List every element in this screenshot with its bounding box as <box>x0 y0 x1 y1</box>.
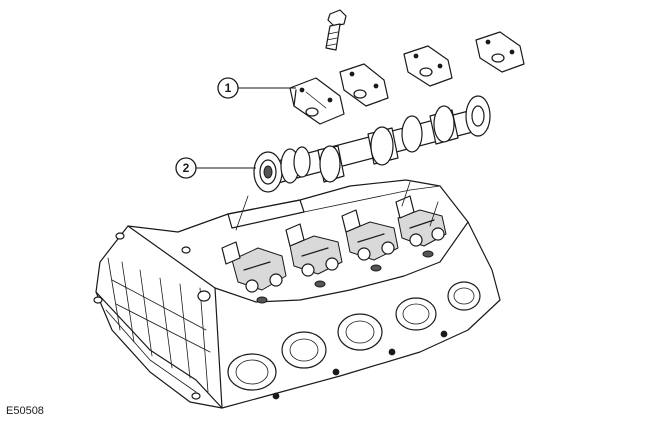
bearing-cap-3 <box>403 45 453 87</box>
camshaft <box>253 95 491 193</box>
bearing-caps <box>289 31 525 125</box>
port-row <box>227 281 481 391</box>
bearing-cap-4 <box>475 31 525 73</box>
bearing-cap-2 <box>339 63 389 107</box>
figure-reference-code: E50508 <box>6 405 44 417</box>
callout-2: 2 <box>175 157 256 179</box>
callout-1-number: 1 <box>225 81 232 95</box>
bearing-cap-1 <box>289 77 345 125</box>
valve-train <box>221 195 447 304</box>
cylinder-head <box>93 179 501 409</box>
callout-2-number: 2 <box>183 161 190 175</box>
cap-bolt <box>325 9 347 51</box>
callout-1: 1 <box>217 77 296 99</box>
